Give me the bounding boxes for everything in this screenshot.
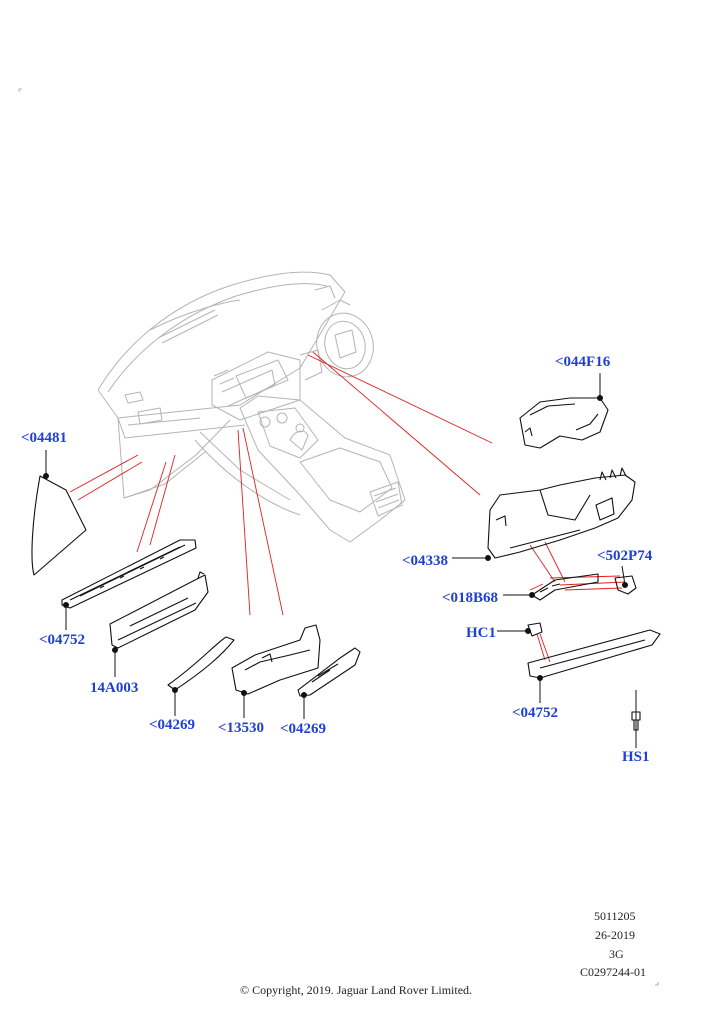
meta-illustration-number: 5011205	[594, 909, 636, 923]
part-018B68-bracket	[531, 573, 599, 601]
callout-04269-b[interactable]: <04269	[280, 721, 327, 737]
callout-04269-a[interactable]: <04269	[149, 717, 196, 733]
meta-reference-code: C0297244-01	[580, 965, 646, 979]
dashboard-overview	[97, 271, 406, 543]
callout-HC1[interactable]: HC1	[466, 625, 496, 641]
callout-018B68[interactable]: <018B68	[442, 590, 499, 606]
part-04481-trim	[31, 475, 87, 576]
part-04269-small-panel	[297, 647, 361, 697]
callout-04752-right[interactable]: <04752	[512, 705, 559, 721]
callout-04752-left[interactable]: <04752	[39, 632, 86, 648]
callout-HS1[interactable]: HS1	[622, 749, 650, 765]
callout-502P74[interactable]: <502P74	[597, 548, 653, 564]
part-502P74-clip	[614, 575, 637, 595]
crop-mark-bottom-right	[655, 982, 659, 986]
part-14A003-trim	[109, 574, 209, 649]
part-04338-panel	[487, 474, 636, 559]
part-HS1-screw	[631, 711, 641, 731]
meta-date-code: 26-2019	[595, 928, 635, 942]
part-04752-left-strip	[61, 539, 197, 609]
part-044F16-shroud	[519, 397, 609, 449]
callout-04481[interactable]: <04481	[21, 430, 68, 446]
part-04269-curved-strip	[167, 636, 235, 691]
part-04752-right-panel	[527, 629, 661, 679]
red-leader-lines	[69, 351, 626, 663]
callout-04338[interactable]: <04338	[402, 553, 449, 569]
crop-mark-top-left	[18, 88, 22, 92]
callout-044F16[interactable]: <044F16	[555, 354, 611, 370]
callout-leaders	[43, 373, 637, 748]
callout-13530[interactable]: <13530	[218, 720, 265, 736]
meta-revision: 3G	[609, 947, 624, 961]
components	[31, 397, 661, 731]
callout-14A003[interactable]: 14A003	[90, 680, 139, 696]
copyright-notice: © Copyright, 2019. Jaguar Land Rover Lim…	[239, 983, 473, 997]
